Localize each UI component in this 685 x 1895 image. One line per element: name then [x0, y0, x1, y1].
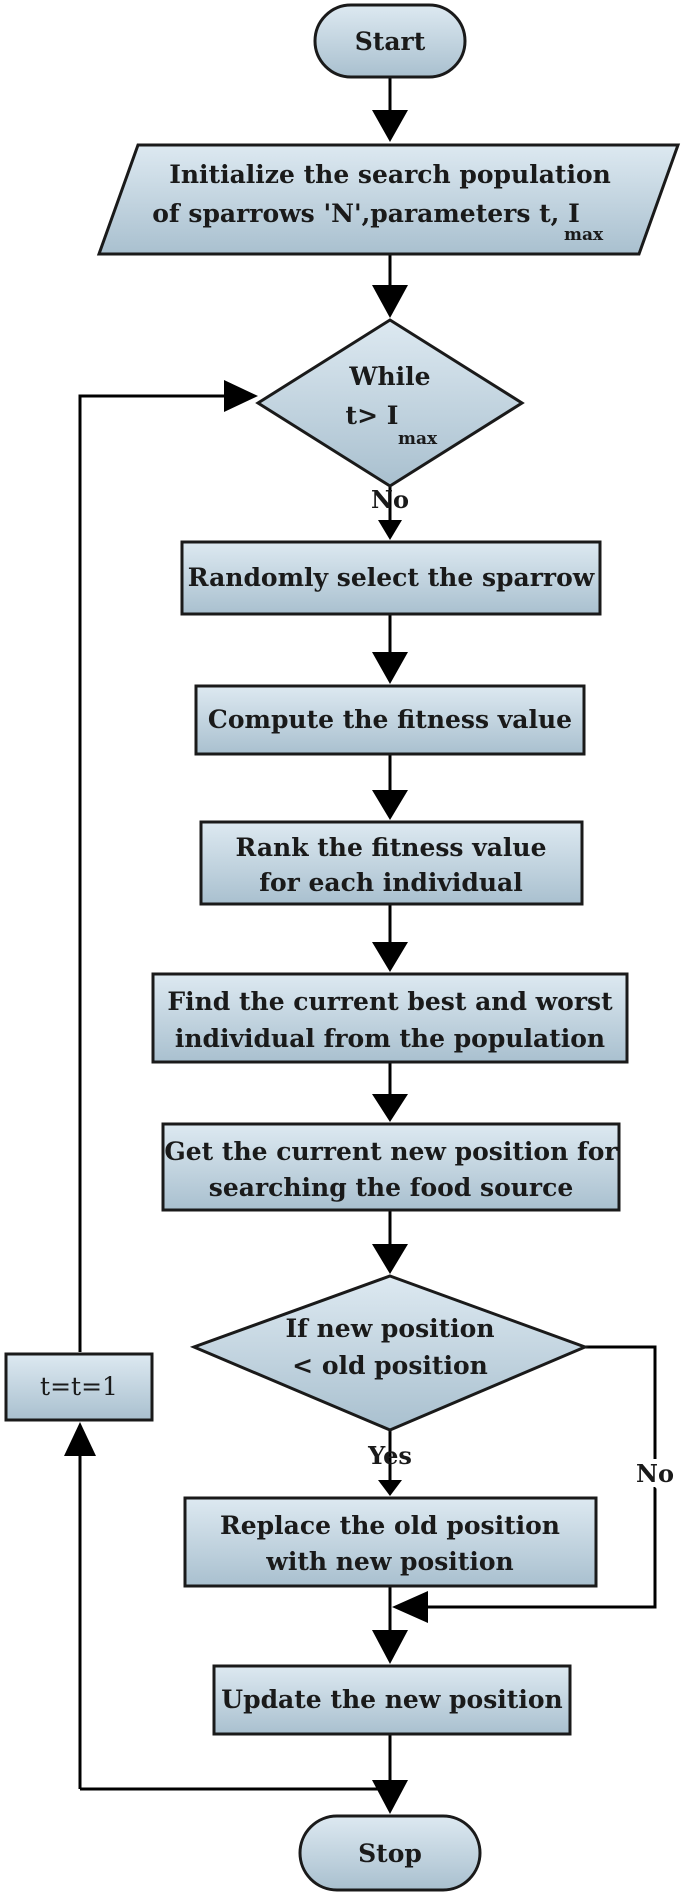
replace-position-line-2: with new position: [265, 1547, 513, 1576]
connectors: [64, 78, 657, 1814]
replace-position-line-1: Replace the old position: [220, 1511, 560, 1540]
get-new-position-line-1: Get the current new position for: [164, 1137, 618, 1166]
if-line-2: < old position: [292, 1351, 488, 1380]
arrowhead: [372, 110, 408, 142]
random-select-node: Randomly select the sparrow: [180, 540, 602, 616]
while-subscript: max: [398, 429, 438, 449]
rank-fitness-line-1: Rank the fitness value: [235, 833, 546, 862]
edge-label-while-no: No: [371, 485, 409, 514]
arrowhead: [372, 1630, 408, 1664]
arrowhead: [372, 1244, 408, 1274]
random-select-label: Randomly select the sparrow: [188, 563, 596, 592]
stop-node: Stop: [298, 1814, 482, 1892]
rank-fitness-node: Rank the fitness value for each individu…: [199, 820, 584, 906]
initialize-line-1: Initialize the search population: [169, 160, 611, 189]
initialize-line-2: of sparrows 'N',parameters t, I: [152, 199, 580, 228]
if-decision: If new position < old position: [189, 1274, 590, 1432]
arrowhead: [372, 285, 408, 318]
edge-label-if-yes: Yes: [367, 1441, 412, 1470]
arrowhead: [378, 520, 402, 540]
arrowhead: [378, 1480, 402, 1496]
arrowhead: [372, 1780, 408, 1814]
while-decision: While t> I max: [255, 318, 525, 488]
while-line-1: While: [348, 362, 430, 391]
get-new-position-line-2: searching the food source: [209, 1173, 573, 1202]
edge-label-if-no: No: [636, 1459, 674, 1488]
arrowhead: [372, 790, 408, 820]
edge-if-no: [418, 1345, 657, 1609]
increment-node: t=t=1: [4, 1352, 154, 1422]
arrowhead: [224, 380, 258, 412]
initialize-node: Initialize the search population of spar…: [96, 143, 681, 256]
edge-increment-while: [78, 394, 232, 1352]
rank-fitness-line-2: for each individual: [259, 868, 523, 897]
start-node: Start: [313, 3, 467, 79]
stop-label: Stop: [358, 1839, 422, 1868]
increment-label: t=t=1: [40, 1372, 118, 1401]
compute-fitness-node: Compute the fitness value: [194, 684, 586, 756]
replace-position-node: Replace the old position with new positi…: [183, 1496, 598, 1588]
arrowhead: [64, 1422, 96, 1456]
arrowhead: [372, 652, 408, 684]
arrowhead: [372, 1094, 408, 1122]
start-label: Start: [355, 27, 426, 56]
get-new-position-node: Get the current new position for searchi…: [161, 1122, 621, 1212]
initialize-subscript: max: [564, 225, 604, 245]
update-position-label: Update the new position: [221, 1685, 562, 1714]
update-position-node: Update the new position: [212, 1664, 572, 1736]
while-line-2: t> I: [346, 401, 399, 430]
arrowhead: [392, 1591, 428, 1623]
find-best-worst-node: Find the current best and worst individu…: [151, 972, 629, 1064]
find-best-worst-line-2: individual from the population: [175, 1024, 605, 1053]
if-line-1: If new position: [285, 1314, 494, 1343]
arrowhead: [372, 942, 408, 972]
compute-fitness-label: Compute the fitness value: [208, 705, 572, 734]
find-best-worst-line-1: Find the current best and worst: [167, 987, 613, 1016]
